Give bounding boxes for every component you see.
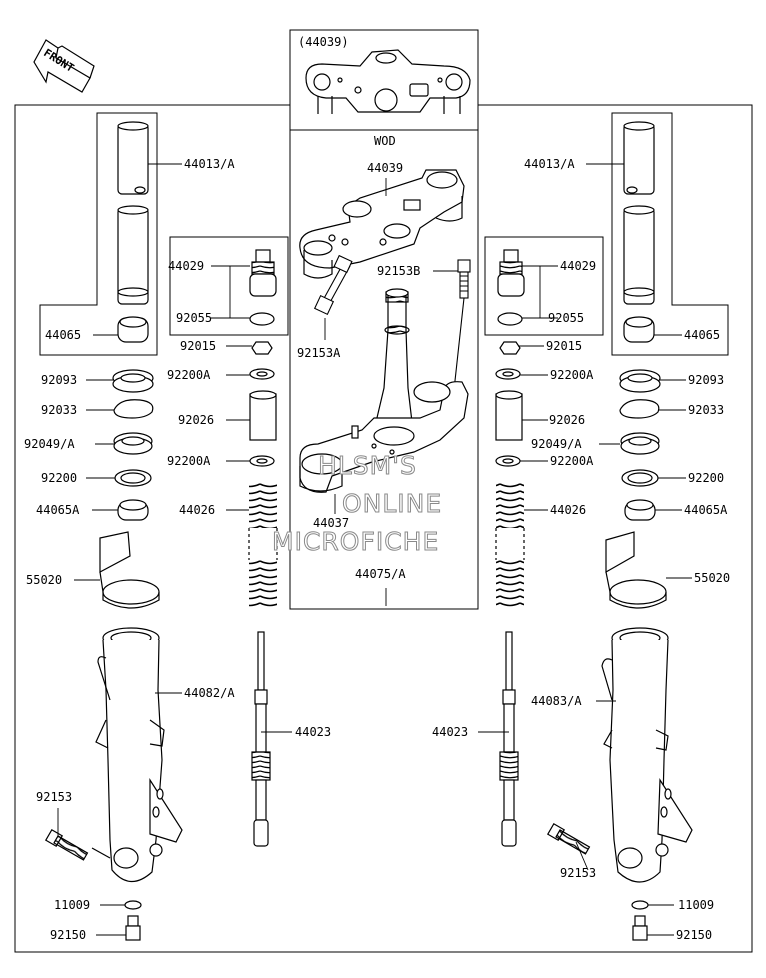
inset-top-bracket-drawing [305, 49, 471, 114]
right-label-44023: 44023 [432, 725, 469, 739]
right-label-92200a-2: 92200A [550, 454, 594, 468]
right-label-44029: 44029 [560, 259, 597, 273]
right-label-92049a: 92049/A [531, 437, 582, 451]
steering-stem-drawing [299, 288, 469, 493]
left-label-92200a-1: 92200A [167, 368, 211, 382]
left-label-44065a: 44065A [36, 503, 80, 517]
right-label-55020: 55020 [694, 571, 731, 585]
right-fork-parts-drawing [495, 121, 693, 941]
right-label-44065: 44065 [684, 328, 721, 342]
left-label-44023: 44023 [295, 725, 332, 739]
label-92153a: 92153A [297, 346, 341, 360]
watermark-line-1: HLSM'S [318, 451, 417, 480]
left-label-11009: 11009 [54, 898, 91, 912]
left-label-44029: 44029 [168, 259, 205, 273]
left-label-92055: 92055 [176, 311, 213, 325]
left-label-44026: 44026 [179, 503, 216, 517]
leader-lines [57, 163, 692, 936]
left-label-92049a: 92049/A [24, 437, 75, 451]
label-92153b: 92153B [377, 264, 421, 278]
right-label-92200a-1: 92200A [550, 368, 594, 382]
left-label-44065: 44065 [45, 328, 82, 342]
diagram-frame [14, 29, 753, 953]
left-label-92033: 92033 [41, 403, 78, 417]
front-arrow-icon [33, 39, 95, 93]
right-label-92153: 92153 [560, 866, 597, 880]
right-label-92055: 92055 [548, 311, 585, 325]
right-label-44065a: 44065A [684, 503, 728, 517]
right-label-92150: 92150 [676, 928, 713, 942]
left-label-92200: 92200 [41, 471, 78, 485]
right-label-92200: 92200 [688, 471, 725, 485]
bolt-92153b-drawing [453, 259, 471, 391]
left-label-92015: 92015 [180, 339, 217, 353]
right-label-92033: 92033 [688, 403, 725, 417]
left-label-44013a: 44013/A [184, 157, 235, 171]
label-44075a: 44075/A [355, 567, 406, 581]
left-label-44082a: 44082/A [184, 686, 235, 700]
label-44039: 44039 [367, 161, 404, 175]
watermark-line-3: MICROFICHE [271, 527, 440, 556]
right-label-92093: 92093 [688, 373, 725, 387]
left-fork-parts-drawing [44, 121, 278, 941]
right-label-44013a: 44013/A [524, 157, 575, 171]
left-label-92150: 92150 [50, 928, 87, 942]
watermark-line-2: ONLINE [341, 489, 443, 518]
left-label-92093: 92093 [41, 373, 78, 387]
wod-label: WOD [374, 134, 396, 148]
label-44037: 44037 [313, 516, 350, 530]
right-label-44026: 44026 [550, 503, 587, 517]
upper-bracket-drawing [299, 169, 465, 279]
right-label-44083a: 44083/A [531, 694, 582, 708]
left-label-92153: 92153 [36, 790, 73, 804]
left-label-55020: 55020 [26, 573, 63, 587]
right-label-92026: 92026 [549, 413, 586, 427]
right-label-11009: 11009 [678, 898, 715, 912]
inset-part-label: (44039) [298, 35, 349, 49]
left-label-92026: 92026 [178, 413, 215, 427]
bolt-92153a-drawing [313, 254, 353, 316]
left-label-92200a-2: 92200A [167, 454, 211, 468]
right-label-92015: 92015 [546, 339, 583, 353]
